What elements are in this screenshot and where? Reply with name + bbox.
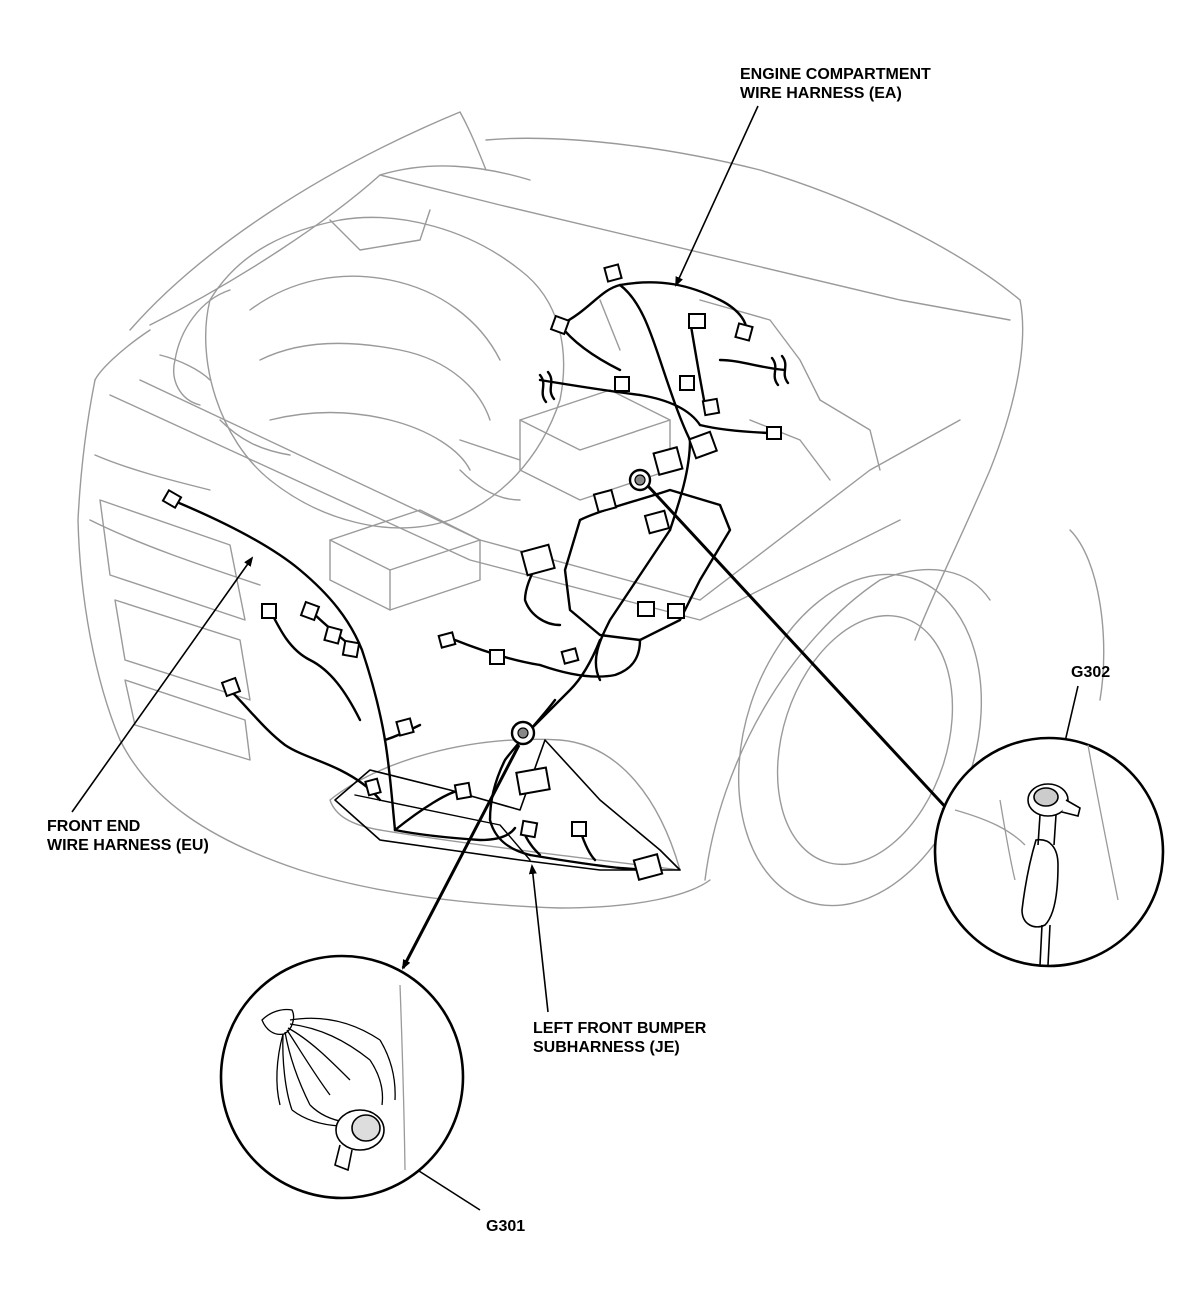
detail-callout-g301: [219, 954, 465, 1200]
harness-connectors: [161, 263, 782, 881]
label-ea-line1: ENGINE COMPARTMENT: [740, 66, 931, 83]
arrow-g302-callout: [646, 484, 952, 814]
label-eu-line1: FRONT END: [47, 818, 141, 835]
ground-point-g301-on-vehicle: [510, 720, 536, 746]
label-engine-compartment-harness: ENGINE COMPARTMENT WIRE HARNESS (EA): [740, 65, 931, 103]
label-ground-g301: G301: [486, 1218, 526, 1235]
label-ea-line2: WIRE HARNESS (EA): [740, 85, 902, 102]
label-ground-g302: G302: [1071, 664, 1111, 681]
arrow-eu: [71, 556, 254, 813]
label-je-line2: SUBHARNESS (JE): [533, 1039, 680, 1056]
arrow-g301-callout: [401, 744, 521, 970]
label-je-line1: LEFT FRONT BUMPER: [533, 1020, 707, 1037]
label-eu-line2: WIRE HARNESS (EU): [47, 837, 209, 854]
ground-point-g302-on-vehicle: [628, 468, 652, 492]
vehicle-body-outline: [77, 111, 1105, 909]
label-left-front-bumper-subharness: LEFT FRONT BUMPER SUBHARNESS (JE): [533, 1019, 706, 1057]
detail-callout-g302: [933, 736, 1165, 968]
arrow-je: [528, 864, 549, 1013]
label-front-end-harness: FRONT END WIRE HARNESS (EU): [47, 817, 209, 855]
arrow-ea: [675, 105, 759, 287]
